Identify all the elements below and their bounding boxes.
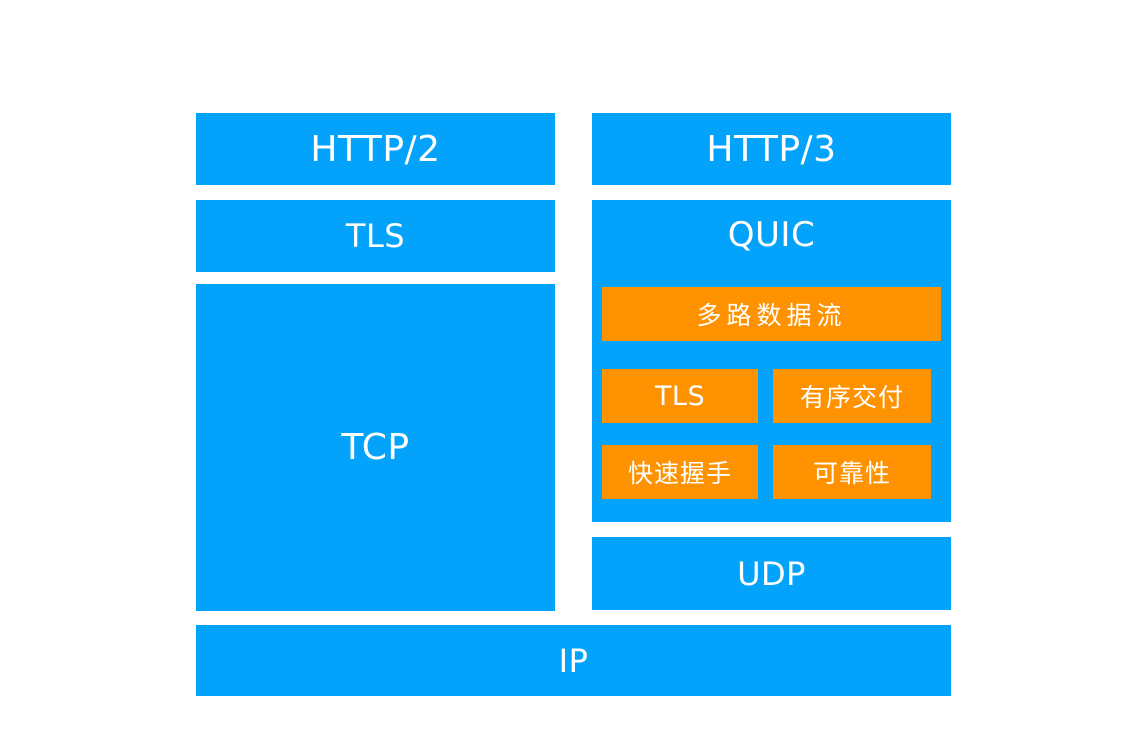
layer-box-tls: TLS (196, 200, 555, 272)
layer-box-http2: HTTP/2 (196, 113, 555, 185)
quic-feature-ordered-delivery: 有序交付 (773, 369, 931, 423)
quic-feature-reliability: 可靠性 (773, 445, 931, 499)
layer-box-udp: UDP (592, 537, 951, 610)
layer-label-quic: QUIC (727, 215, 816, 255)
quic-feature-fast-handshake: 快速握手 (602, 445, 758, 499)
quic-feature-multiplex: 多路数据流 (602, 287, 941, 341)
layer-box-tcp: TCP (196, 284, 555, 611)
quic-feature-tls: TLS (602, 369, 758, 423)
layer-box-ip: IP (196, 625, 951, 696)
layer-box-quic: QUIC 多路数据流 TLS 有序交付 快速握手 可靠性 (592, 200, 951, 522)
layer-box-http3: HTTP/3 (592, 113, 951, 185)
